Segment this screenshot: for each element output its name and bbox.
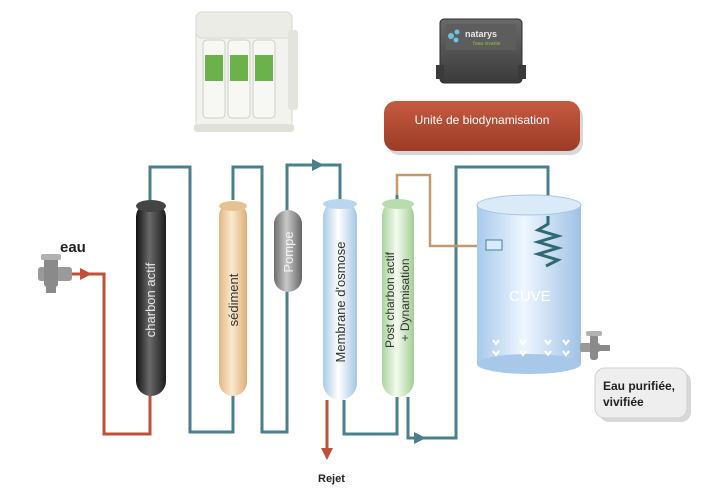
device-photo: natarys l'eau vivante <box>436 18 526 84</box>
input-label: eau <box>60 239 86 256</box>
flow-arrow-icon <box>312 159 324 171</box>
flow-arrow-icon <box>321 448 333 460</box>
charbon-label: charbon actif <box>143 262 158 337</box>
sediment-label: sédiment <box>226 273 241 326</box>
faucet-icon <box>38 254 72 293</box>
flow-arrow-icon <box>80 268 92 280</box>
filter-system-photo <box>194 11 298 132</box>
flow-arrow-icon <box>414 432 426 444</box>
brand-name: natarys <box>465 29 497 39</box>
output-box: Eau purifiée, vivifiée <box>594 367 691 422</box>
tank-label: CUVE <box>509 288 551 305</box>
pump-label: Pompe <box>281 231 296 272</box>
dynamisation-cable <box>395 173 488 248</box>
membrane-label: Membrane d'osmose <box>333 242 348 363</box>
output-label-line1: Eau purifiée, <box>603 379 675 393</box>
tap-icon <box>580 331 610 360</box>
brand-tagline: l'eau vivante <box>473 41 501 47</box>
output-label-line2: vivifiée <box>603 395 644 409</box>
osmosis-membrane <box>323 199 357 400</box>
reject-label: Rejet <box>318 473 345 485</box>
charbon-actif-cartridge <box>136 200 166 396</box>
raw-water-pipe <box>72 272 152 436</box>
tank <box>476 194 582 374</box>
biodynamisation-unit: Unité de biodynamisation <box>384 101 583 155</box>
post-charbon-label-line1: Post charbon actif <box>383 251 397 348</box>
pump <box>274 210 302 292</box>
coil-icon <box>532 216 564 268</box>
unit-label: Unité de biodynamisation <box>415 113 550 127</box>
post-charbon-label-line2: + Dynamisation <box>398 258 412 341</box>
sediment-cartridge <box>219 201 247 396</box>
post-charbon-cartridge <box>382 199 414 397</box>
